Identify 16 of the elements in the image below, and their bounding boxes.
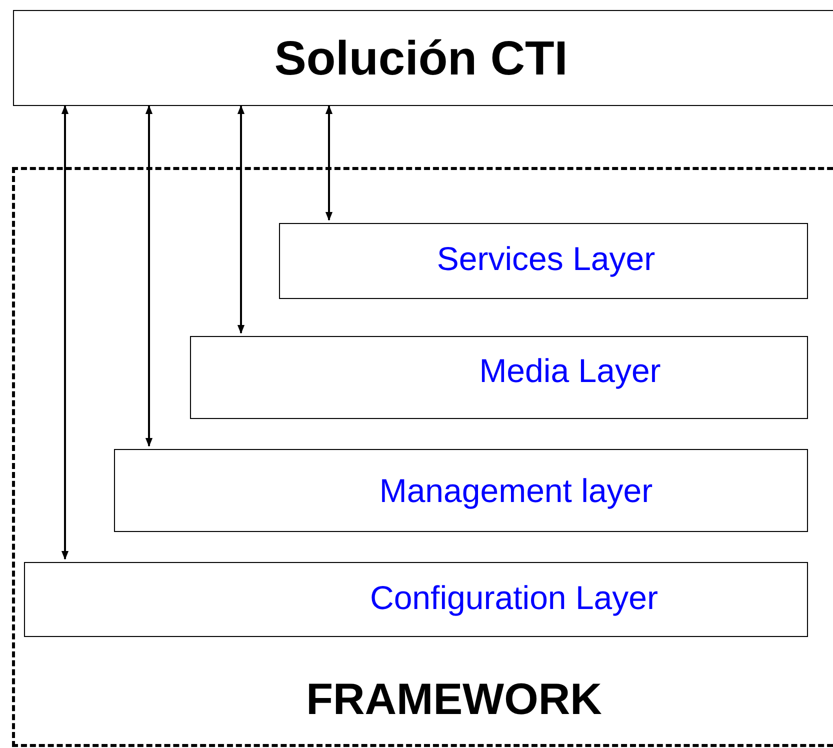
double-arrow	[325, 105, 333, 221]
layer-box	[114, 449, 808, 532]
group-title: FRAMEWORK	[306, 675, 602, 725]
layer-label: Media Layer	[479, 352, 661, 390]
system-box	[13, 10, 833, 106]
layer-box	[190, 336, 808, 419]
layer-label: Configuration Layer	[370, 579, 658, 617]
layer-box	[24, 562, 808, 637]
layer-box	[279, 223, 808, 299]
double-arrow	[237, 105, 245, 334]
double-arrow	[61, 105, 69, 560]
layer-label: Services Layer	[436, 240, 656, 278]
box-title: Solución CTI	[274, 32, 568, 86]
layer-label: Management layer	[379, 472, 653, 510]
framework-group	[12, 167, 833, 747]
double-arrow	[145, 105, 153, 447]
